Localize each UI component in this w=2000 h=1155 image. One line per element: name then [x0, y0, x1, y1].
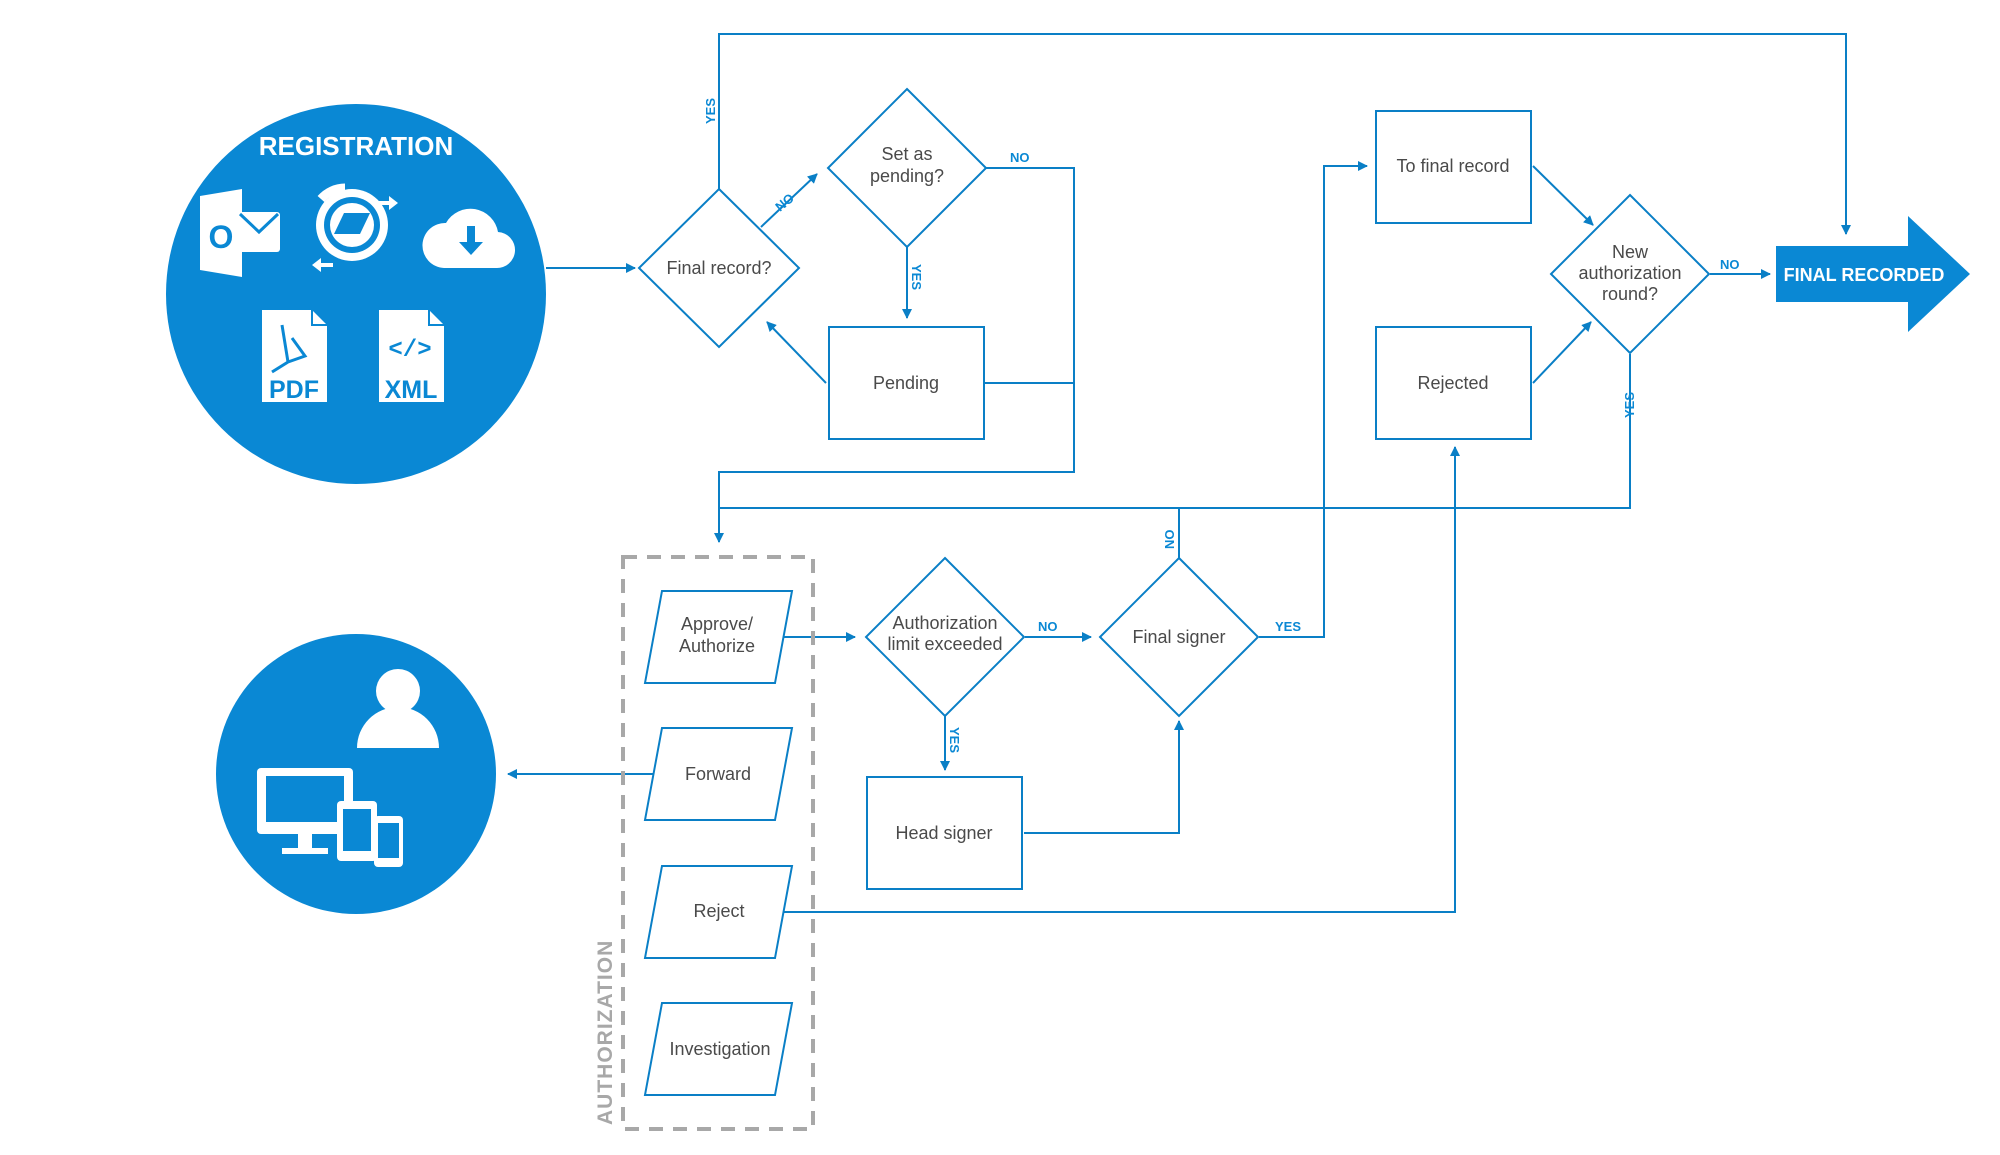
svg-text:To final record: To final record	[1396, 156, 1509, 176]
branch-tags: YES NO NO YES NO YES YES NO NO YES	[703, 98, 1740, 754]
svg-text:Pending: Pending	[873, 373, 939, 393]
svg-text:pending?: pending?	[870, 166, 944, 186]
node-pending: Pending	[828, 326, 985, 440]
tag-limit-yes: YES	[947, 727, 962, 753]
outlook-icon: O	[200, 189, 280, 277]
connector-lines	[507, 33, 1851, 913]
tablet-icon	[337, 801, 377, 861]
svg-text:limit exceeded: limit exceeded	[887, 634, 1002, 654]
svg-text:AUTHORIZATION: AUTHORIZATION	[594, 940, 617, 1125]
tag-new-round-no: NO	[1720, 257, 1740, 272]
phone-icon	[374, 816, 403, 867]
line-new-round-yes	[719, 354, 1631, 509]
svg-text:Reject: Reject	[693, 901, 744, 921]
node-authorization-limit-question: Authorization limit exceeded	[864, 556, 1026, 718]
svg-text:O: O	[209, 219, 234, 255]
sync-icon	[312, 183, 398, 272]
node-set-pending-question: Set as pending?	[826, 87, 988, 249]
arrow-set-pending-no	[714, 167, 1075, 543]
cloud-download-icon	[422, 208, 516, 269]
tag-limit-no: NO	[1038, 619, 1058, 634]
arrow-final-record-no	[760, 173, 818, 228]
tag-new-round-yes: YES	[1622, 392, 1637, 418]
svg-text:XML: XML	[385, 376, 438, 404]
authorization-group: AUTHORIZATION Approve/ Authorize Forward…	[594, 555, 815, 1131]
svg-text:Head signer: Head signer	[895, 823, 992, 843]
xml-file-icon: </> XML	[379, 310, 444, 404]
tag-final-record-yes: YES	[703, 98, 718, 124]
user-icon	[357, 669, 439, 748]
svg-text:Final signer: Final signer	[1132, 627, 1225, 647]
arrow-reject-to-rejected	[784, 446, 1460, 913]
svg-text:</>: </>	[388, 337, 431, 364]
node-final-record-question: Final record?	[637, 187, 801, 349]
svg-text:Rejected: Rejected	[1417, 373, 1488, 393]
node-rejected: Rejected	[1375, 326, 1532, 440]
registration-circle: REGISTRATION O	[166, 104, 546, 484]
svg-text:Authorization: Authorization	[892, 613, 997, 633]
tag-final-signer-no: NO	[1162, 530, 1177, 550]
svg-text:Set as: Set as	[881, 144, 932, 164]
action-forward[interactable]: Forward	[643, 727, 794, 821]
monitor-icon	[257, 768, 353, 854]
action-reject[interactable]: Reject	[643, 865, 794, 959]
action-investigation[interactable]: Investigation	[643, 1002, 794, 1096]
svg-text:Investigation: Investigation	[669, 1039, 770, 1059]
svg-text:round?: round?	[1602, 284, 1658, 304]
svg-text:FINAL RECORDED: FINAL RECORDED	[1784, 265, 1945, 285]
tag-final-record-no: NO	[772, 190, 797, 214]
svg-text:authorization: authorization	[1578, 263, 1681, 283]
arrow-final-signer-yes	[1259, 161, 1368, 638]
arrow-head-to-final-signer	[1024, 720, 1184, 834]
svg-text:PDF: PDF	[269, 376, 319, 404]
registration-title: REGISTRATION	[259, 131, 454, 161]
arrow-to-final-to-new-round	[1532, 165, 1594, 226]
node-head-signer: Head signer	[866, 776, 1023, 890]
node-final-signer: Final signer	[1098, 556, 1260, 718]
arrow-final-record-yes	[718, 33, 1851, 235]
tag-set-pending-yes: YES	[909, 264, 924, 290]
action-approve-authorize[interactable]: Approve/ Authorize	[643, 590, 794, 684]
arrow-rejected-to-new-round	[1532, 321, 1592, 384]
tag-final-signer-yes: YES	[1275, 619, 1301, 634]
svg-text:Forward: Forward	[685, 764, 751, 784]
svg-text:Final record?: Final record?	[666, 258, 771, 278]
node-new-authorization-round-question: New authorization round?	[1549, 193, 1711, 355]
svg-text:Authorize: Authorize	[679, 636, 755, 656]
node-final-recorded: FINAL RECORDED	[1776, 216, 1970, 332]
svg-text:Approve/: Approve/	[681, 614, 753, 634]
pdf-file-icon: PDF	[262, 310, 327, 404]
arrow-pending-to-final-record	[766, 321, 827, 384]
node-to-final-record: To final record	[1375, 110, 1532, 224]
user-devices-circle	[216, 634, 496, 914]
tag-set-pending-no: NO	[1010, 150, 1030, 165]
svg-text:New: New	[1612, 242, 1649, 262]
